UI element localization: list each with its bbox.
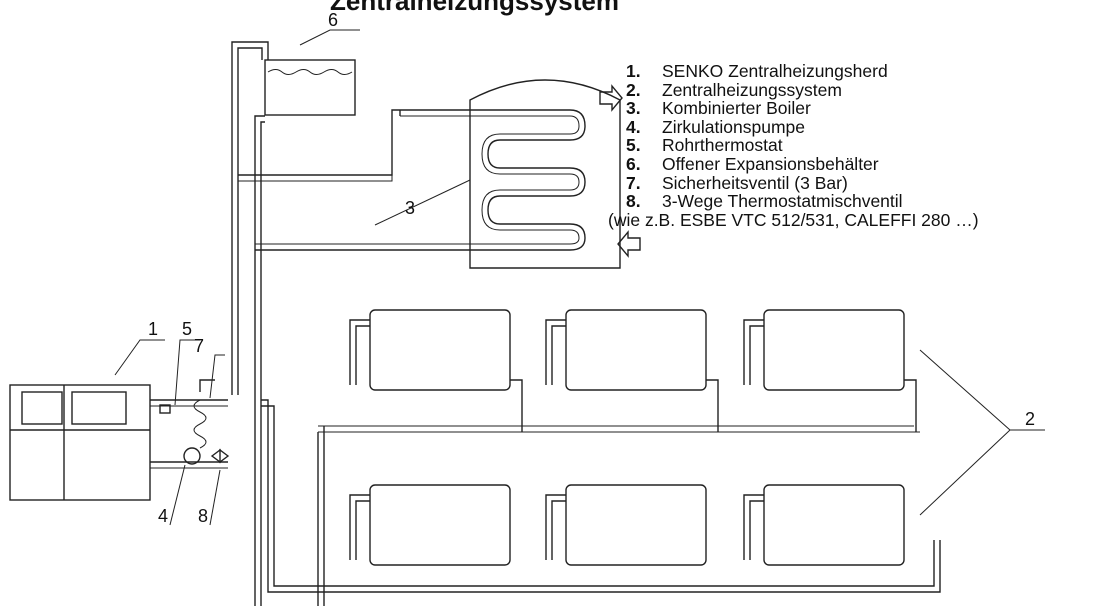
legend: 1.SENKO Zentralheizungsherd 2.Zentralhei… (608, 61, 979, 229)
legend-note: (wie z.B. ESBE VTC 512/531, CALEFFI 280 … (608, 209, 979, 230)
legend-item: 1.SENKO Zentralheizungsherd (626, 61, 888, 81)
expansion-tank (264, 59, 356, 116)
callout-leaders (114, 29, 1045, 526)
legend-item: 2.Zentralheizungssystem (626, 79, 842, 100)
callout-2: 2 (1025, 409, 1035, 429)
legend-item: 8.3-Wege Thermostatmischventil (626, 191, 903, 212)
callout-5: 5 (182, 319, 192, 339)
radiator-row-lower (349, 484, 905, 566)
legend-item: 7.Sicherheitsventil (3 Bar) (626, 172, 848, 193)
diagram-title: Zentralheizungssystem (330, 0, 619, 16)
callout-8: 8 (198, 506, 208, 526)
callout-1: 1 (148, 319, 158, 339)
pump-and-valves (159, 379, 230, 465)
legend-item: 3.Kombinierter Boiler (626, 98, 811, 119)
pipework (150, 41, 941, 606)
senko-cooker (9, 384, 151, 501)
legend-item: 6.Offener Expansionsbehälter (626, 153, 879, 174)
legend-item: 5.Rohrthermostat (626, 135, 783, 156)
callout-7: 7 (194, 336, 204, 356)
combined-boiler (255, 79, 641, 269)
callout-4: 4 (158, 506, 168, 526)
radiator-row-upper (317, 309, 920, 606)
callout-3: 3 (405, 198, 415, 218)
callout-6: 6 (328, 10, 338, 30)
legend-item: 4.Zirkulationspumpe (626, 116, 805, 137)
